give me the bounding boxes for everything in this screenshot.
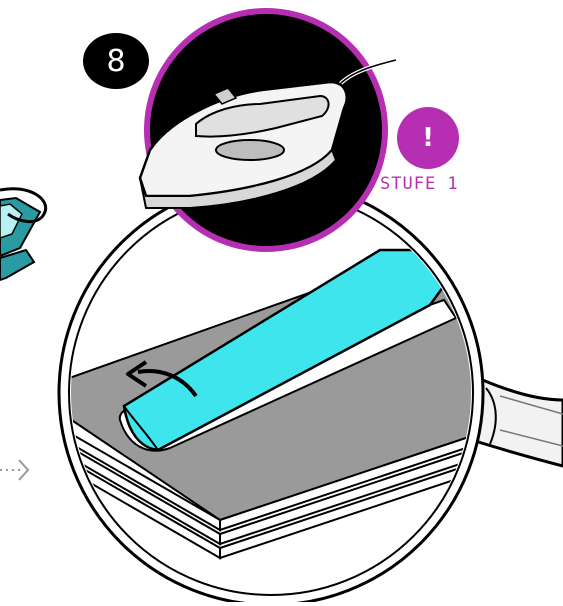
warning-icon: !: [397, 107, 459, 169]
heat-level-label: STUFE 1: [380, 174, 459, 194]
previous-step-fragment: [0, 189, 46, 280]
dotted-arrow-icon: [0, 460, 28, 480]
step-number-badge: 8: [83, 33, 149, 89]
